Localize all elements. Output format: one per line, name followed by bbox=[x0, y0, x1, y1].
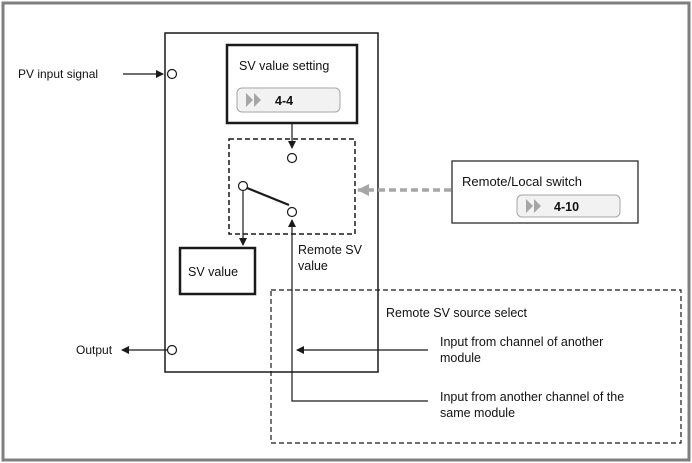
input-same-module-arrow bbox=[288, 219, 428, 402]
remote-sv-source-select-label: Remote SV source select bbox=[386, 306, 528, 320]
output-terminal-icon bbox=[166, 344, 178, 356]
input-same-module-line2: same module bbox=[440, 406, 515, 420]
pv-input-signal-label: PV input signal bbox=[18, 67, 98, 81]
double-chevron-right-icon bbox=[246, 93, 261, 107]
sv-value-label: SV value bbox=[188, 265, 238, 279]
output-label: Output bbox=[76, 343, 113, 357]
common-contact-icon bbox=[237, 180, 249, 192]
sv-value-box bbox=[178, 246, 257, 296]
remote-sv-value-label-line1: Remote SV bbox=[298, 243, 363, 257]
sv-value-setting-label: SV value setting bbox=[239, 59, 329, 73]
input-other-module-line1: Input from channel of another bbox=[440, 335, 603, 349]
remote-sv-value-label-line2: value bbox=[298, 259, 328, 273]
remote-local-switch-ref-button[interactable] bbox=[516, 194, 621, 218]
double-chevron-right-icon bbox=[526, 199, 541, 213]
sv-value-setting-ref: 4-4 bbox=[275, 94, 293, 108]
remote-local-switch-label: Remote/Local switch bbox=[462, 174, 582, 189]
remote-sv-source-select-box bbox=[270, 289, 682, 444]
remote-local-switch-ref: 4-10 bbox=[554, 200, 579, 214]
sv-value-setting-ref-button[interactable] bbox=[236, 87, 341, 113]
input-other-module-line2: module bbox=[440, 351, 481, 365]
local-contact-icon bbox=[286, 152, 298, 164]
switch-lever bbox=[246, 186, 290, 207]
remote-contact-icon bbox=[286, 206, 298, 218]
input-same-module-line1: Input from another channel of the bbox=[440, 390, 624, 404]
pv-input-terminal-icon bbox=[166, 68, 178, 80]
